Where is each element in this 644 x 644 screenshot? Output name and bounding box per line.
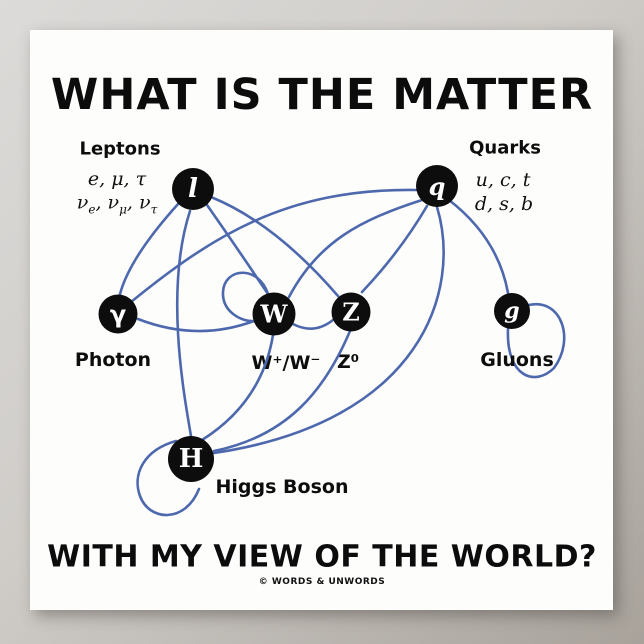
interaction-network-diagram bbox=[118, 188, 566, 517]
quarks-up-row: u, c, t bbox=[475, 169, 531, 191]
quark-node: q bbox=[416, 165, 458, 207]
photon-glyph: γ bbox=[109, 300, 127, 328]
gluon-glyph: g bbox=[504, 298, 520, 324]
edge-w-z bbox=[291, 318, 335, 330]
network-edges bbox=[118, 188, 566, 517]
edge-photon-quark bbox=[129, 188, 418, 304]
quarks-down-row: d, s, b bbox=[474, 193, 534, 215]
z-boson-caption: Z⁰ bbox=[336, 351, 360, 373]
edge-quark-higgs bbox=[212, 205, 445, 455]
edge-gluon-self-loop bbox=[506, 302, 566, 379]
z-boson-node: Z bbox=[331, 292, 371, 332]
edge-quark-z bbox=[360, 204, 429, 294]
higgs-node: H bbox=[168, 436, 214, 482]
leptons-neutrino-row: νe, νμ, ντ bbox=[76, 191, 158, 217]
lepton-glyph: l bbox=[188, 174, 198, 204]
edge-w-self-loop bbox=[221, 271, 270, 323]
w-boson-node: W bbox=[252, 292, 296, 336]
edge-w-higgs bbox=[200, 333, 275, 442]
edge-lepton-z bbox=[209, 195, 340, 298]
z-boson-glyph: Z bbox=[342, 297, 360, 327]
lepton-node: l bbox=[172, 168, 214, 210]
higgs-caption: Higgs Boson bbox=[215, 476, 349, 498]
quark-glyph: q bbox=[428, 171, 446, 201]
higgs-glyph: H bbox=[178, 444, 204, 474]
edge-quark-gluon bbox=[447, 198, 510, 295]
leptons-charged-row: e, μ, τ bbox=[87, 168, 147, 190]
quarks-heading: Quarks bbox=[469, 137, 541, 159]
edge-higgs-self-loop bbox=[136, 439, 201, 517]
edge-lepton-higgs bbox=[175, 209, 193, 438]
edge-lepton-photon bbox=[118, 201, 181, 296]
photon-node: γ bbox=[98, 294, 138, 334]
photon-caption: Photon bbox=[74, 349, 152, 371]
gluon-caption: Gluons bbox=[480, 349, 554, 371]
poster: WHAT IS THE MATTER Leptons e, μ, τ νe, ν… bbox=[30, 30, 613, 610]
leptons-heading: Leptons bbox=[79, 138, 161, 160]
edge-lepton-w bbox=[205, 203, 270, 296]
copyright-credit: © WORDS & UNWORDS bbox=[258, 577, 386, 587]
edge-quark-w bbox=[287, 198, 424, 299]
gluon-node: g bbox=[494, 293, 530, 329]
w-boson-glyph: W bbox=[260, 299, 288, 329]
edge-z-higgs bbox=[212, 329, 352, 453]
edge-photon-w bbox=[136, 317, 256, 333]
poster-title: WHAT IS THE MATTER bbox=[50, 70, 594, 120]
poster-subtitle: WITH MY VIEW OF THE WORLD? bbox=[47, 539, 597, 575]
